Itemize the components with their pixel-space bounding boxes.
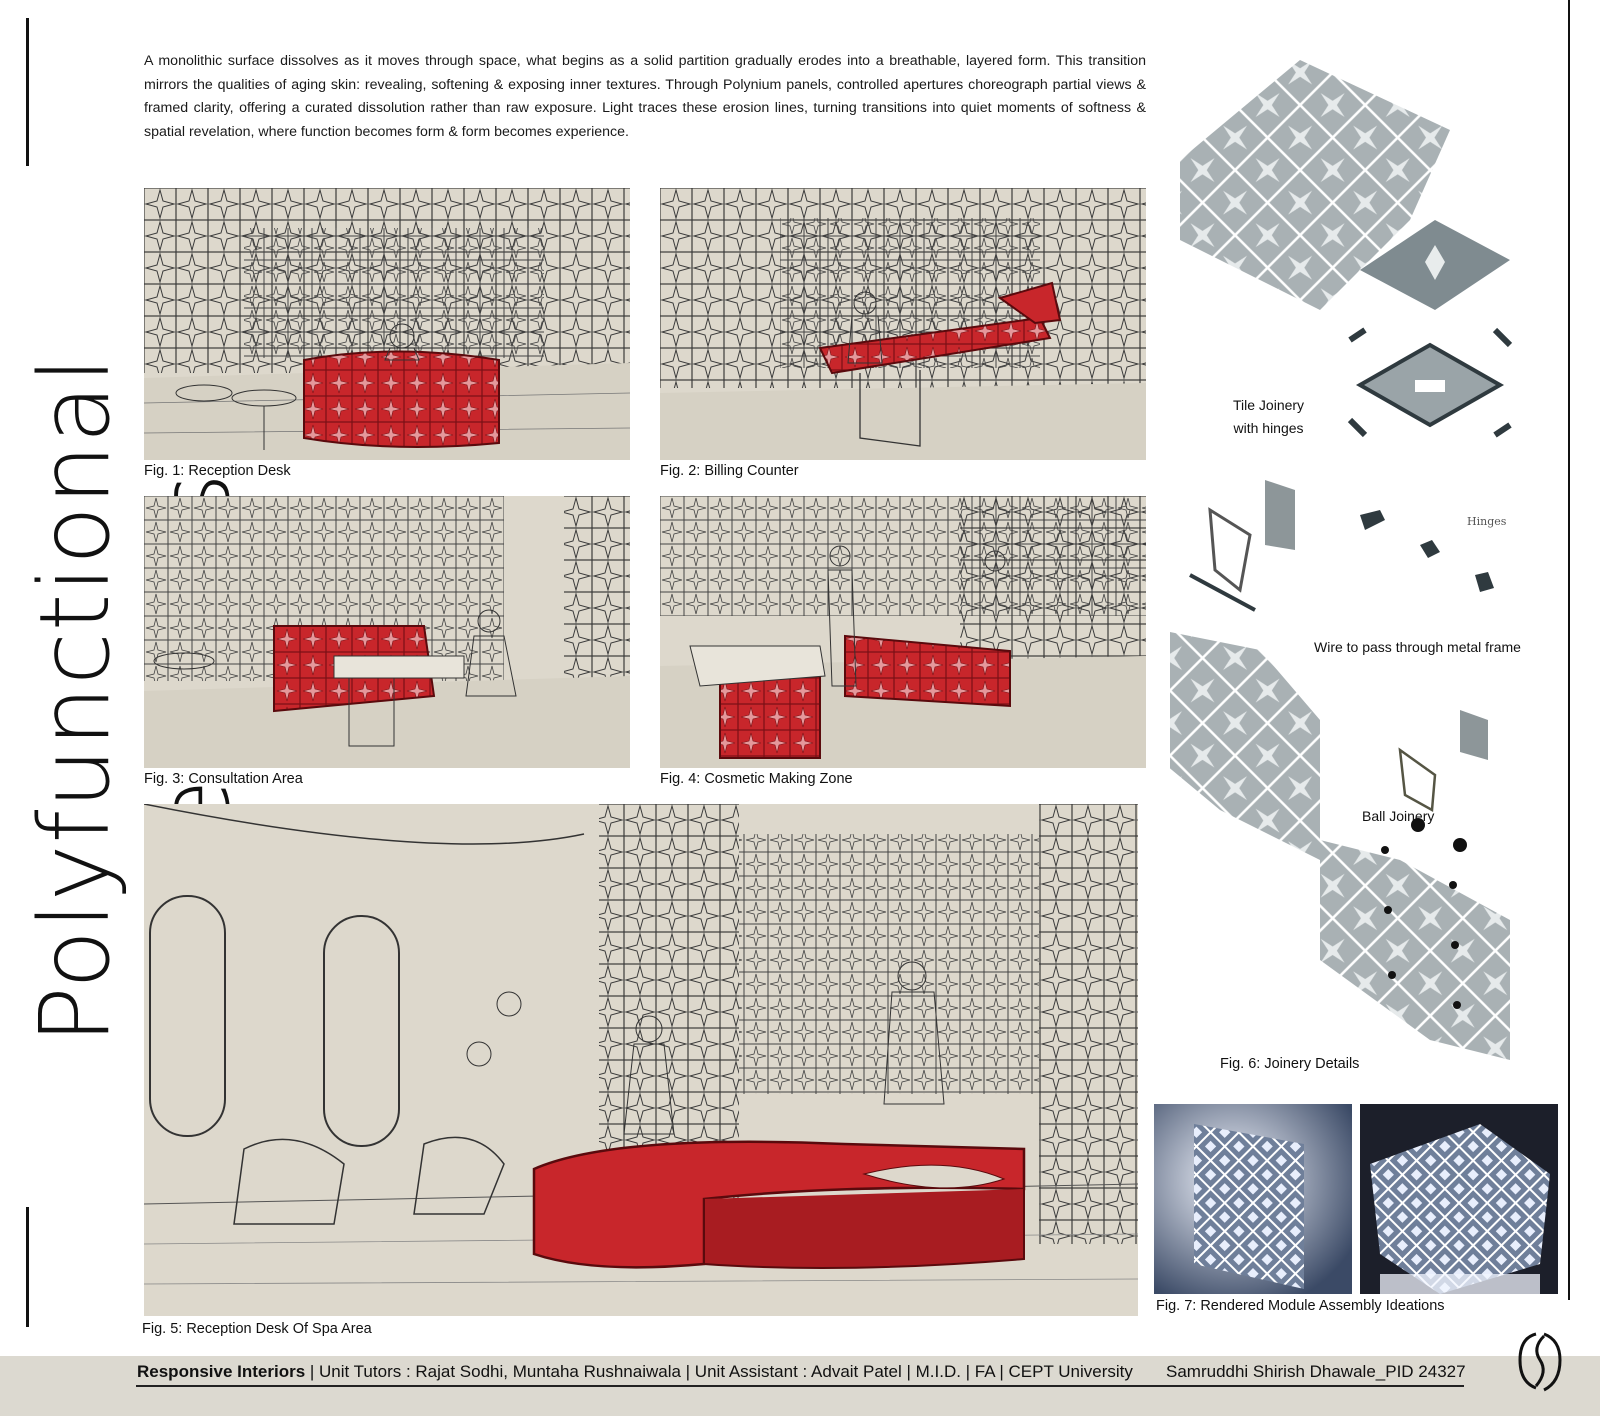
fig1-caption: Fig. 1: Reception Desk bbox=[144, 463, 291, 479]
left-rule-bottom bbox=[26, 1207, 29, 1327]
fig5-image bbox=[144, 804, 1138, 1316]
note-tile-joinery: Tile Joinery with hinges bbox=[1233, 394, 1304, 440]
fig3-image bbox=[144, 496, 630, 768]
fig1-image bbox=[144, 188, 630, 460]
intro-paragraph: A monolithic surface dissolves as it mov… bbox=[144, 53, 1146, 140]
fig6-caption: Fig. 6: Joinery Details bbox=[1220, 1056, 1360, 1072]
footer-underline bbox=[136, 1385, 1464, 1387]
footer-student: Samruddhi Shirish Dhawale_PID 24327 bbox=[1166, 1362, 1466, 1381]
page-title: Polyfunctional Elements bbox=[19, 355, 251, 1045]
fig7-caption: Fig. 7: Rendered Module Assembly Ideatio… bbox=[1156, 1298, 1445, 1314]
fig5-caption: Fig. 5: Reception Desk Of Spa Area bbox=[142, 1321, 372, 1337]
fig3-caption: Fig. 3: Consultation Area bbox=[144, 771, 303, 787]
fig4-caption: Fig. 4: Cosmetic Making Zone bbox=[660, 771, 853, 787]
note-tile-joinery-line1: Tile Joinery bbox=[1233, 397, 1305, 413]
note-hinges: Hinges bbox=[1467, 515, 1507, 528]
fig4-image bbox=[660, 496, 1146, 768]
left-rule-top bbox=[26, 18, 29, 166]
footer-credits: Responsive Interiors | Unit Tutors : Raj… bbox=[137, 1362, 1133, 1382]
note-wire: Wire to pass through metal frame bbox=[1314, 639, 1521, 655]
fig7-render-left bbox=[1154, 1104, 1352, 1294]
right-rule bbox=[1568, 0, 1570, 1300]
monogram-logo bbox=[1518, 1332, 1562, 1392]
fig7-render-right bbox=[1360, 1104, 1558, 1294]
footer-course: Responsive Interiors bbox=[137, 1362, 306, 1381]
footer-details: | Unit Tutors : Rajat Sodhi, Muntaha Rus… bbox=[305, 1362, 1133, 1381]
fig2-caption: Fig. 2: Billing Counter bbox=[660, 463, 799, 479]
fig2-image bbox=[660, 188, 1146, 460]
note-ball-joinery: Ball Joinery bbox=[1362, 808, 1435, 824]
note-tile-joinery-line2: with hinges bbox=[1233, 420, 1304, 436]
joinery-illustration bbox=[1160, 40, 1560, 1070]
